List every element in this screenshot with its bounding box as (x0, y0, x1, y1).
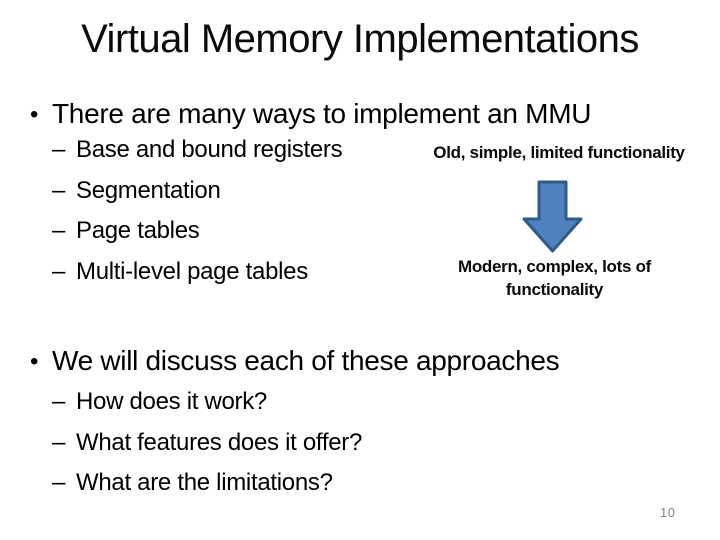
list-item-text: What features does it offer? (76, 428, 362, 456)
down-arrow-icon (522, 180, 584, 254)
bullet-item-mmu: • There are many ways to implement an MM… (30, 98, 591, 132)
list-item: – Page tables (52, 217, 342, 258)
list-item-text: How does it work? (76, 388, 267, 415)
list-item: – What features does it offer? (52, 429, 362, 470)
sublist-mmu-approaches: – Base and bound registers – Segmentatio… (52, 136, 343, 299)
list-item-text: Multi-level page tables (76, 257, 308, 285)
dash-bullet-icon: – (52, 217, 66, 244)
list-item-text: Base and bound registers (76, 136, 343, 163)
page-number: 10 (660, 505, 676, 520)
dash-bullet-icon: – (52, 388, 66, 415)
dash-bullet-icon: – (52, 136, 66, 163)
dash-bullet-icon: – (52, 176, 66, 204)
list-item: – Multi-level page tables (52, 258, 342, 299)
bullet-dot-icon: • (30, 101, 39, 128)
sublist-discussion-questions: – How does it work? – What features does… (52, 388, 362, 510)
bullet-item-text: We will discuss each of these approaches (52, 345, 560, 376)
dash-bullet-icon: – (52, 469, 66, 496)
list-item: – How does it work? (52, 388, 362, 429)
annotation-old-simple: Old, simple, limited functionality (433, 143, 685, 162)
dash-bullet-icon: – (52, 257, 66, 285)
list-item: – Segmentation (52, 177, 342, 218)
annotation-line-2: functionality (505, 280, 604, 299)
annotation-modern-complex: Modern, complex, lots of functionality (432, 255, 677, 301)
dash-bullet-icon: – (52, 428, 66, 456)
slide-title: Virtual Memory Implementations (81, 17, 639, 61)
list-item: – Base and bound registers (52, 136, 343, 177)
bullet-item-discuss: • We will discuss each of these approach… (30, 345, 560, 379)
bullet-dot-icon: • (30, 348, 39, 375)
list-item: – What are the limitations? (52, 469, 362, 510)
list-item-text: Segmentation (76, 176, 221, 204)
down-arrow-shape (522, 180, 583, 253)
list-item-text: What are the limitations? (76, 469, 333, 496)
bullet-item-text: There are many ways to implement an MMU (52, 98, 592, 129)
list-item-text: Page tables (76, 217, 200, 244)
annotation-line-1: Modern, complex, lots of (457, 257, 652, 276)
